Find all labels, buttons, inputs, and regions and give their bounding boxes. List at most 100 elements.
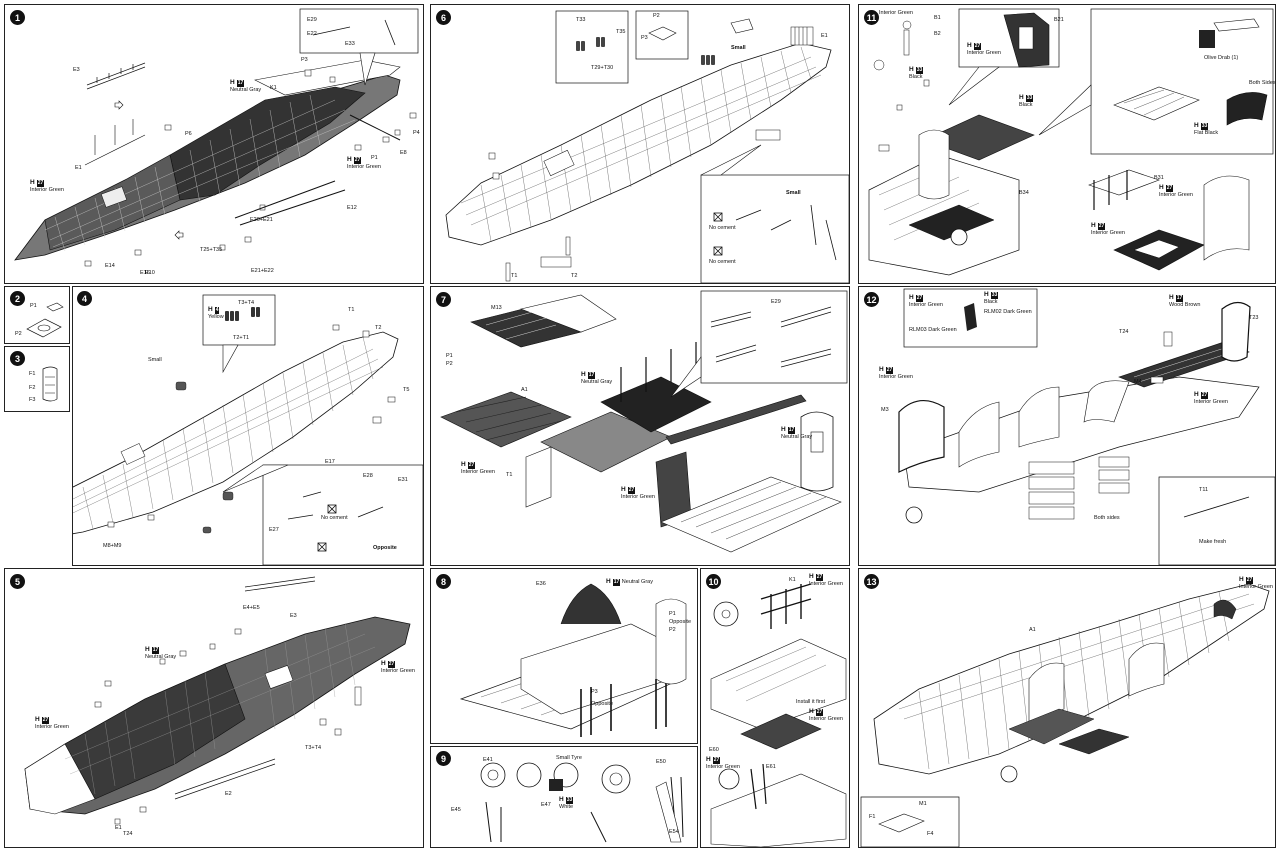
fork-part [655, 781, 682, 843]
part-label: B1 [934, 15, 941, 21]
floor-section-right-inner [1133, 239, 1180, 259]
cross-frame-grid [600, 376, 712, 433]
inset-rods-7 [710, 306, 832, 368]
inset-pointer-11a [948, 66, 1000, 106]
note-both-sides-12: Both sides [1094, 515, 1120, 521]
part-label: E28 [363, 473, 373, 479]
floor-panel-lower [660, 476, 842, 553]
part-label: T24 [123, 831, 133, 837]
step-panel-1: 1 [4, 4, 424, 284]
part-label: T2 [375, 325, 382, 331]
part-label: E41 [483, 757, 493, 763]
window-cutout [543, 149, 575, 177]
step-number-9: 9 [436, 751, 451, 766]
cabin-section-10b [710, 773, 847, 847]
part-label: E3 [290, 613, 297, 619]
fuselage-half-diagram [14, 8, 419, 267]
plate-part [26, 318, 62, 338]
part-label: T23 [1249, 315, 1259, 321]
crossbar-frame [760, 583, 812, 629]
part-label: E22 [307, 31, 317, 37]
door-window [810, 431, 824, 453]
assembly-arrows [114, 100, 184, 240]
part-label: P6 [185, 131, 192, 137]
part-label: T1 [348, 307, 355, 313]
detail-inset-6b [700, 174, 849, 283]
part-label: P4 [413, 130, 420, 136]
part-label: E14 [105, 263, 115, 269]
spring-part [225, 307, 260, 321]
part-label: E1 [75, 165, 82, 171]
part-label: M8+M9 [103, 543, 122, 549]
note-both-sides: Both Sides [1249, 80, 1276, 86]
part-label: P3 [301, 57, 308, 63]
cockpit-floor-dark [908, 204, 995, 241]
note-no-cement-6: No cement [709, 225, 736, 231]
detail-inset-1 [299, 8, 419, 54]
inset-pointer-4b [222, 464, 289, 493]
inset-pointer-4 [222, 344, 239, 374]
hatch-part [730, 18, 754, 34]
fuselage-half-diagram-4 [73, 294, 423, 565]
detail-inset-11b [1090, 8, 1274, 155]
cockpit-assembly-diagram-11 [868, 8, 1274, 276]
rods [234, 114, 401, 226]
main-wheel [718, 768, 740, 790]
part-label: F3 [29, 397, 36, 403]
part-label: A1 [521, 387, 528, 393]
cabin-section-diagram-8 [459, 583, 687, 737]
inset-pointer-6b [700, 144, 762, 176]
nose-wheel-11 [950, 228, 968, 246]
small-parts-12 [1150, 331, 1173, 384]
color-note-rlm03: RLM03 Dark Green [909, 327, 957, 333]
step-number-7: 7 [436, 292, 451, 307]
strut-10 [750, 763, 767, 810]
part-label: T3+T4 [305, 745, 322, 751]
frame-ribs [73, 336, 384, 535]
cabin-ribs-10 [725, 646, 827, 702]
step-number-3: 3 [10, 351, 25, 366]
part-label: A1 [1029, 627, 1036, 633]
part-label: T29+T30 [591, 65, 614, 71]
fuselage-skeleton-diagram-6 [445, 10, 849, 283]
part-label: E47 [541, 802, 551, 808]
part-label: B34 [1019, 190, 1029, 196]
wheel-assembly-diagram-9 [480, 762, 684, 843]
note-small-tyre: Small Tyre [556, 755, 582, 761]
note-opposite-8b: Opposite [591, 701, 614, 707]
color-note-rlm02: RLM02 Dark Green [984, 309, 1032, 315]
fuselage-half-outline [73, 331, 399, 535]
part-label: P3 [641, 35, 648, 41]
part-label: E61 [766, 764, 776, 770]
small-parts-right-4 [107, 324, 396, 528]
landing-gear-diagram-10 [710, 583, 847, 847]
part-label: B2 [934, 31, 941, 37]
note-opposite-8: Opposite [669, 619, 692, 625]
black-box [1199, 30, 1215, 48]
part-label: M13 [491, 305, 502, 311]
part-label: T25+T35 [200, 247, 223, 253]
small-plate [46, 302, 64, 312]
part-label: E1 [115, 825, 122, 831]
part-label: E21+E22 [251, 268, 274, 274]
part-label: T5 [403, 387, 410, 393]
part-label: P2 [669, 627, 676, 633]
strut-parts [485, 776, 684, 843]
small-tyre-black [549, 779, 563, 791]
part-label: E8 [400, 150, 407, 156]
step-number-6: 6 [436, 10, 451, 25]
inset-pointer-1 [359, 52, 376, 86]
